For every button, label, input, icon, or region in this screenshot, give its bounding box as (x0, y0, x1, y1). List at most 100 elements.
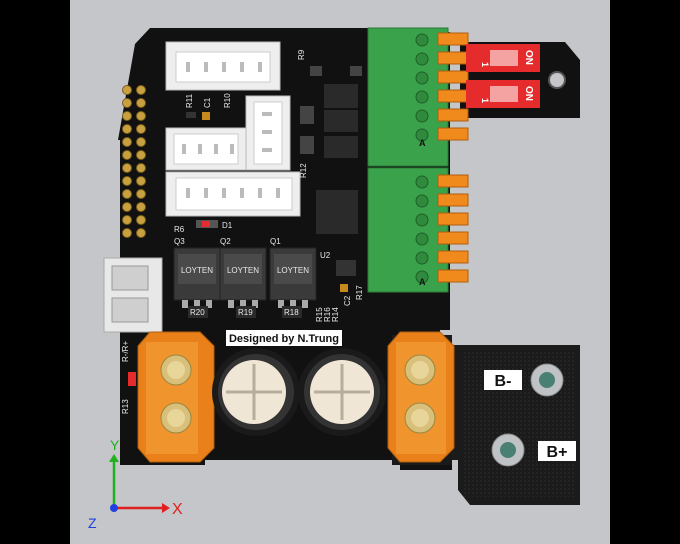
silk-r6: R6 (174, 225, 185, 234)
smd-small-3 (300, 106, 314, 124)
mosfet-ref-label: Q2 (220, 237, 231, 246)
smd-small-2 (350, 66, 362, 76)
xt-connector-left (137, 331, 215, 463)
jst-pin (240, 62, 244, 72)
header-pin (122, 215, 132, 225)
mount-hole (548, 71, 566, 89)
jst-pin (262, 112, 272, 116)
mosfet-ref-label: Q1 (270, 237, 281, 246)
terminal-block-lower (367, 167, 449, 293)
terminal-lever (437, 108, 469, 122)
dip1-number: 1 (480, 62, 490, 67)
pin-header (122, 85, 146, 238)
terminal-screw (415, 52, 429, 66)
axis-origin (110, 504, 118, 512)
header-pin (122, 98, 132, 108)
silk-r15: R15 (315, 307, 324, 322)
axis-x-label: X (172, 501, 183, 518)
header-pin (136, 111, 146, 121)
smd-chip-3 (324, 136, 358, 158)
terminal-lever (437, 127, 469, 141)
terminal-screw (415, 128, 429, 142)
jst-pin (258, 62, 262, 72)
dip2-state: ON (523, 86, 534, 101)
terminal-lever (437, 269, 469, 283)
silk-r19: R19 (238, 308, 253, 317)
header-pin (136, 124, 146, 134)
terminal-screw (415, 90, 429, 104)
axis-z-label: Z (88, 515, 97, 531)
silk-c1: C1 (203, 97, 212, 108)
smd-chip-2 (324, 110, 358, 132)
mosfet-brand-label: LOYTEN (277, 266, 309, 275)
mosfet-brand-label: LOYTEN (181, 266, 213, 275)
silk-r11: R11 (185, 93, 194, 108)
silk-r-r-plus: R-/R+ (121, 341, 130, 362)
axis-y-arrow (109, 454, 119, 462)
silk-r13: R13 (121, 399, 130, 414)
header-pin (122, 189, 132, 199)
header-pin (136, 137, 146, 147)
terminal-screw (415, 270, 429, 284)
axis-y-label: Y (110, 437, 120, 453)
jst-pin (240, 188, 244, 198)
capacitor-left (212, 348, 300, 436)
terminal-marker-upper: A (419, 138, 426, 148)
jst-pin (182, 144, 186, 154)
battery-positive-terminal (491, 433, 525, 467)
terminal-screw (415, 194, 429, 208)
jst-pin (262, 148, 272, 152)
jst-pin (276, 188, 280, 198)
axis-x-arrow (162, 503, 170, 513)
capacitor-right (298, 348, 386, 436)
header-pin (136, 228, 146, 238)
jst-pin (258, 188, 262, 198)
header-pin (136, 85, 146, 95)
mosfet-brand-label: LOYTEN (227, 266, 259, 275)
header-pin (122, 111, 132, 121)
header-pin (136, 176, 146, 186)
xt-connector-right (387, 331, 455, 463)
jst-pin (222, 188, 226, 198)
jst-pin (214, 144, 218, 154)
terminal-screw (415, 33, 429, 47)
terminal-lever (437, 212, 469, 226)
silk-r18: R18 (284, 308, 299, 317)
cap-c2 (340, 284, 348, 292)
header-pin (122, 150, 132, 160)
ic-u2 (336, 260, 356, 276)
battery-positive-label: B+ (547, 444, 568, 461)
battery-negative-terminal (530, 363, 564, 397)
header-pin (122, 137, 132, 147)
jst-pin (262, 130, 272, 134)
terminal-screw (415, 213, 429, 227)
silk-r9: R9 (297, 49, 306, 60)
battery-negative-label-box (484, 370, 522, 390)
resistor-r11 (186, 112, 196, 118)
silk-r17: R17 (355, 285, 364, 300)
jst-pin (204, 188, 208, 198)
header-pin (122, 202, 132, 212)
power-connector-white (103, 257, 163, 333)
battery-negative-label: B- (495, 373, 512, 390)
silk-u2: U2 (320, 251, 331, 260)
terminal-screw (415, 175, 429, 189)
terminal-screw (415, 232, 429, 246)
dip-switch-1 (466, 44, 540, 72)
terminal-lever (437, 89, 469, 103)
resistor-r19 (236, 306, 256, 318)
silk-r12: R12 (299, 163, 308, 178)
terminal-lever (437, 193, 469, 207)
header-pin (136, 163, 146, 173)
designer-label: Designed by N.Trung (229, 333, 339, 345)
battery-positive-label-box (538, 441, 576, 461)
jst-pin (222, 62, 226, 72)
silkscreen-labels: R11 C1 R10 R9 R12 R6 D1 U2 R17 C2 R15 R1… (121, 49, 364, 414)
silk-c2: C2 (343, 295, 352, 306)
jst-pin (186, 62, 190, 72)
header-pin (122, 124, 132, 134)
mosfet-ref-label: Q3 (174, 237, 185, 246)
